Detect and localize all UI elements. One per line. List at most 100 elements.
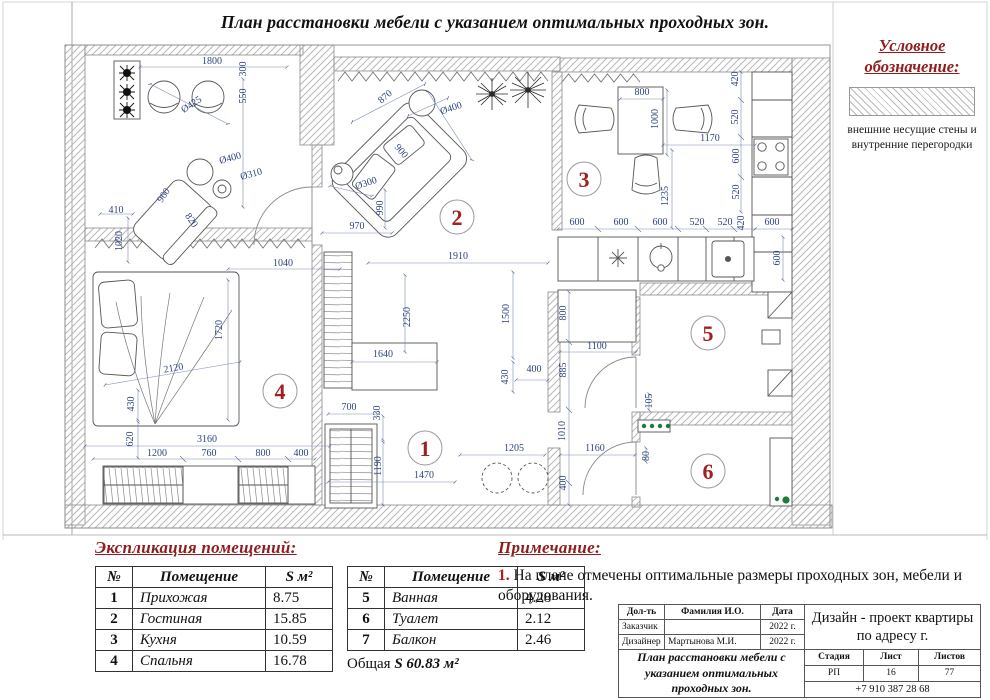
tb-role: Дизайнер bbox=[618, 634, 665, 650]
table-row: 6 Туалет 2.12 bbox=[347, 608, 585, 630]
tb-name bbox=[664, 619, 761, 635]
dim: 700 bbox=[342, 402, 357, 413]
hall-wardrobe bbox=[324, 423, 378, 509]
floor-lamp bbox=[330, 162, 354, 186]
legend-caption: внешние несущие стены и внутренние перег… bbox=[847, 124, 977, 152]
chair bbox=[672, 104, 713, 134]
wardrobe bbox=[102, 465, 316, 505]
dim: 520 bbox=[731, 185, 742, 200]
dim: 300 bbox=[238, 62, 249, 77]
dim: 620 bbox=[125, 432, 136, 447]
tb-role: Заказчик bbox=[618, 619, 665, 635]
plan-outline bbox=[64, 44, 831, 529]
explication-heading: Экспликация помещений: bbox=[95, 538, 297, 557]
room-number-5: 5 bbox=[690, 315, 726, 351]
dim: 3160 bbox=[197, 434, 217, 445]
tb-stage-header: Стадия bbox=[804, 649, 864, 666]
dim: 800 bbox=[635, 87, 650, 98]
bed bbox=[92, 271, 240, 427]
dim: 1470 bbox=[414, 470, 434, 481]
round-table bbox=[408, 89, 436, 117]
table-row: 5 Ванная 4.28 bbox=[347, 587, 585, 609]
fridge-icon bbox=[609, 249, 627, 267]
dim: 1235 bbox=[660, 186, 671, 206]
svg-text:3: 3 bbox=[579, 167, 590, 192]
dim: 1020 bbox=[114, 231, 125, 251]
room-number-3: 3 bbox=[566, 161, 602, 197]
dim: 520 bbox=[718, 217, 733, 228]
explication-table-right: № Помещение S м² 5 Ванная 4.28 6 Туалет … bbox=[347, 566, 585, 651]
tb-sheet: 16 bbox=[863, 664, 919, 682]
dim: 420 bbox=[736, 216, 747, 231]
dim: 870 bbox=[376, 88, 395, 106]
floor-plan: 1800 300 550 Ø425 Ø400 Ø310 960 820 410 … bbox=[2, 1, 988, 540]
explication-table-left: № Помещение S м² 1 Прихожая 8.75 2 Гости… bbox=[95, 566, 333, 672]
tb-project: Дизайн - проект квартиры по адресу г. bbox=[804, 604, 981, 650]
table-row: 1 Прихожая 8.75 bbox=[95, 587, 333, 609]
tb-stage: РП bbox=[804, 664, 864, 682]
cabinet bbox=[351, 342, 438, 391]
tb-sheet-header: Лист bbox=[863, 649, 919, 666]
tb-phone: +7 910 387 28 68 bbox=[804, 680, 981, 698]
dim: 970 bbox=[350, 221, 365, 232]
dim: 410 bbox=[109, 205, 124, 216]
plant-icon bbox=[476, 72, 546, 110]
svg-text:2: 2 bbox=[452, 205, 463, 230]
title-block: Дол-ть Фамилия И.О. Дата Дизайн - проект… bbox=[618, 604, 981, 698]
dim: 1040 bbox=[273, 258, 293, 269]
dim: 600 bbox=[772, 251, 783, 266]
tb-date: 2022 г. bbox=[760, 619, 805, 635]
legend: Условное обозначение: внешние несущие ст… bbox=[838, 36, 986, 153]
dim: 520 bbox=[730, 110, 741, 125]
table-row: 7 Балкон 2.46 bbox=[347, 629, 585, 651]
dim: Ø400 bbox=[218, 150, 242, 166]
dim: 1100 bbox=[587, 341, 607, 352]
svg-text:4: 4 bbox=[275, 379, 286, 404]
dim: 1160 bbox=[585, 443, 605, 454]
dim: 600 bbox=[653, 217, 668, 228]
dim: 105 bbox=[644, 394, 655, 409]
note: Примечание: 1. На плане отмечены оптимал… bbox=[498, 538, 980, 606]
table-row: 3 Кухня 10.59 bbox=[95, 629, 333, 651]
dim: 800 bbox=[256, 448, 271, 459]
total-area: Общая S 60.83 м² bbox=[347, 656, 459, 672]
toilet-cabinet bbox=[769, 437, 793, 507]
tb-sheets-header: Листов bbox=[918, 649, 981, 666]
dim: 800 bbox=[558, 306, 569, 321]
pouf bbox=[481, 462, 513, 494]
dim: 600 bbox=[765, 217, 780, 228]
dim: 430 bbox=[126, 397, 137, 412]
dim: 885 bbox=[558, 363, 569, 378]
armchair bbox=[133, 179, 218, 266]
side-table bbox=[186, 158, 214, 186]
dim: 2250 bbox=[402, 307, 413, 327]
room-number-1: 1 bbox=[407, 430, 443, 466]
chair bbox=[574, 104, 615, 134]
wall-hatch-swatch bbox=[849, 87, 975, 117]
room-number-4: 4 bbox=[262, 373, 298, 409]
room-number-2: 2 bbox=[439, 199, 475, 235]
dim: 600 bbox=[614, 217, 629, 228]
dim: 420 bbox=[730, 72, 741, 87]
table-header: № Помещение S м² bbox=[347, 566, 585, 588]
dim: 430 bbox=[500, 370, 511, 385]
note-text: 1. На плане отмечены оптимальные размеры… bbox=[498, 567, 963, 605]
dim: 330 bbox=[372, 406, 383, 421]
window-zigzags bbox=[94, 71, 641, 249]
dim: 760 bbox=[202, 448, 217, 459]
dim: 600 bbox=[570, 217, 585, 228]
dim: 1170 bbox=[700, 133, 720, 144]
washer-icon bbox=[711, 240, 745, 278]
dimension-labels: 1800 300 550 Ø425 Ø400 Ø310 960 820 410 … bbox=[109, 56, 784, 491]
dim: 550 bbox=[238, 89, 249, 104]
dim: Ø400 bbox=[439, 100, 464, 117]
stove bbox=[753, 138, 789, 176]
dimension-lines bbox=[83, 65, 794, 507]
dim: 1640 bbox=[373, 349, 393, 360]
pouf bbox=[517, 462, 549, 494]
dim: 2120 bbox=[163, 361, 185, 375]
dim: 1205 bbox=[504, 443, 524, 454]
dim: 1720 bbox=[214, 320, 225, 340]
dim: 1200 bbox=[147, 448, 167, 459]
table-row: 4 Спальня 16.78 bbox=[95, 650, 333, 672]
